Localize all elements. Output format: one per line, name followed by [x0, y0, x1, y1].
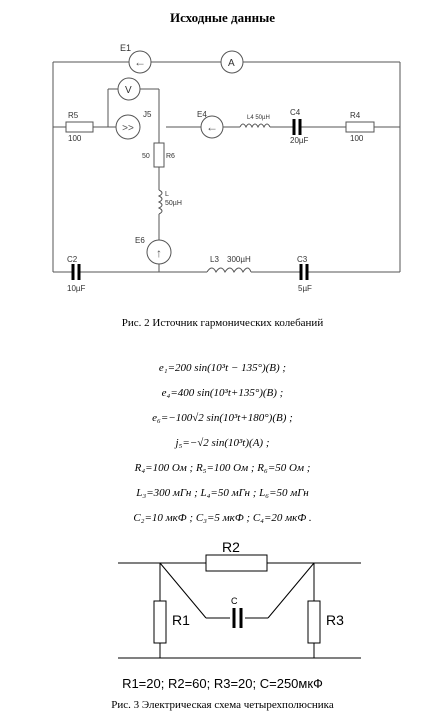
label-r6: R6: [166, 153, 175, 160]
figure-3-caption: Рис. 3 Электрическая схема четырехполюсн…: [111, 699, 334, 711]
label-l: L: [165, 191, 169, 198]
label-r5: R5: [68, 111, 79, 120]
resistor-r1: [153, 600, 167, 644]
capacitor-c2: [71, 264, 81, 280]
svg-text:←: ←: [206, 120, 218, 134]
label-r4-value: 100: [350, 134, 364, 143]
resistor-r3: [307, 600, 321, 644]
label-l3: L3: [210, 255, 219, 264]
label-l-value: 50µH: [165, 200, 182, 207]
circuit-diagram-2: [118, 562, 361, 659]
svg-text:↑: ↑: [156, 246, 162, 260]
inductor-l: [157, 189, 163, 215]
inductor-l3: [206, 267, 252, 274]
label-j5: J5: [143, 110, 152, 119]
source-e4: ←: [200, 115, 224, 139]
label-r5-value: 100: [68, 134, 82, 143]
label-r2: R2: [222, 539, 240, 555]
capacitor-c: [232, 608, 243, 628]
equation-j5: j₅=−√2 sin(10³t)(A) ;: [175, 437, 270, 449]
label-l4: L4 50µH: [247, 115, 270, 121]
label-c3: C3: [297, 255, 308, 264]
label-e1: E1: [120, 43, 131, 53]
svg-text:>>: >>: [122, 123, 134, 134]
label-c: C: [231, 596, 238, 606]
label-c2-value: 10µF: [67, 284, 86, 293]
capacitor-c3: [299, 264, 309, 280]
label-r6-value: 50: [142, 153, 150, 160]
resistor-r2: [205, 554, 268, 572]
label-r1: R1: [172, 612, 190, 628]
resistor-r4: [345, 121, 375, 133]
source-e1: ←: [128, 50, 152, 74]
svg-text:←: ←: [134, 55, 146, 69]
source-e6: ↑: [146, 239, 172, 265]
label-c4: C4: [290, 108, 301, 117]
equation-e1: e₁=200 sin(10³t − 135°)(B) ;: [158, 362, 287, 374]
page-title: Исходные данные: [169, 10, 276, 25]
equation-capacitors: C₂=10 мкФ ; C₃=5 мкФ ; C₄=20 мкФ .: [133, 512, 312, 524]
label-ammeter: A: [228, 58, 235, 69]
label-voltmeter: V: [125, 85, 132, 96]
figure-2-caption: Рис. 2 Источник гармонических колебаний: [121, 317, 324, 329]
label-e4: E4: [197, 110, 207, 119]
capacitor-c4: [292, 119, 302, 135]
current-source-j5: >>: [115, 114, 141, 140]
inductor-l4: [239, 123, 271, 129]
equation-e6: e₆=−100√2 sin(10³t+180°)(B) ;: [152, 412, 293, 424]
equation-e4: e₄=400 sin(10³t+135°)(B) ;: [161, 387, 284, 399]
label-c4-value: 20µF: [290, 136, 309, 145]
label-r4: R4: [350, 111, 361, 120]
circuit-parameters: R1=20; R2=60; R3=20; C=250мкФ: [122, 676, 323, 691]
label-c3-value: 5µF: [298, 284, 312, 293]
resistor-r5: [65, 121, 94, 133]
label-c2: C2: [67, 255, 78, 264]
equation-inductors: L₃=300 мГн ; L₄=50 мГн ; L₆=50 мГн: [136, 487, 309, 499]
equation-resistors: R₄=100 Ом ; R₅=100 Ом ; R₆=50 Ом ;: [134, 462, 311, 474]
label-l3-value: 300µH: [227, 255, 251, 264]
voltmeter: [117, 77, 141, 101]
ammeter: [220, 50, 244, 74]
label-e6: E6: [135, 236, 145, 245]
label-r3: R3: [326, 612, 344, 628]
resistor-r6: [153, 142, 165, 168]
